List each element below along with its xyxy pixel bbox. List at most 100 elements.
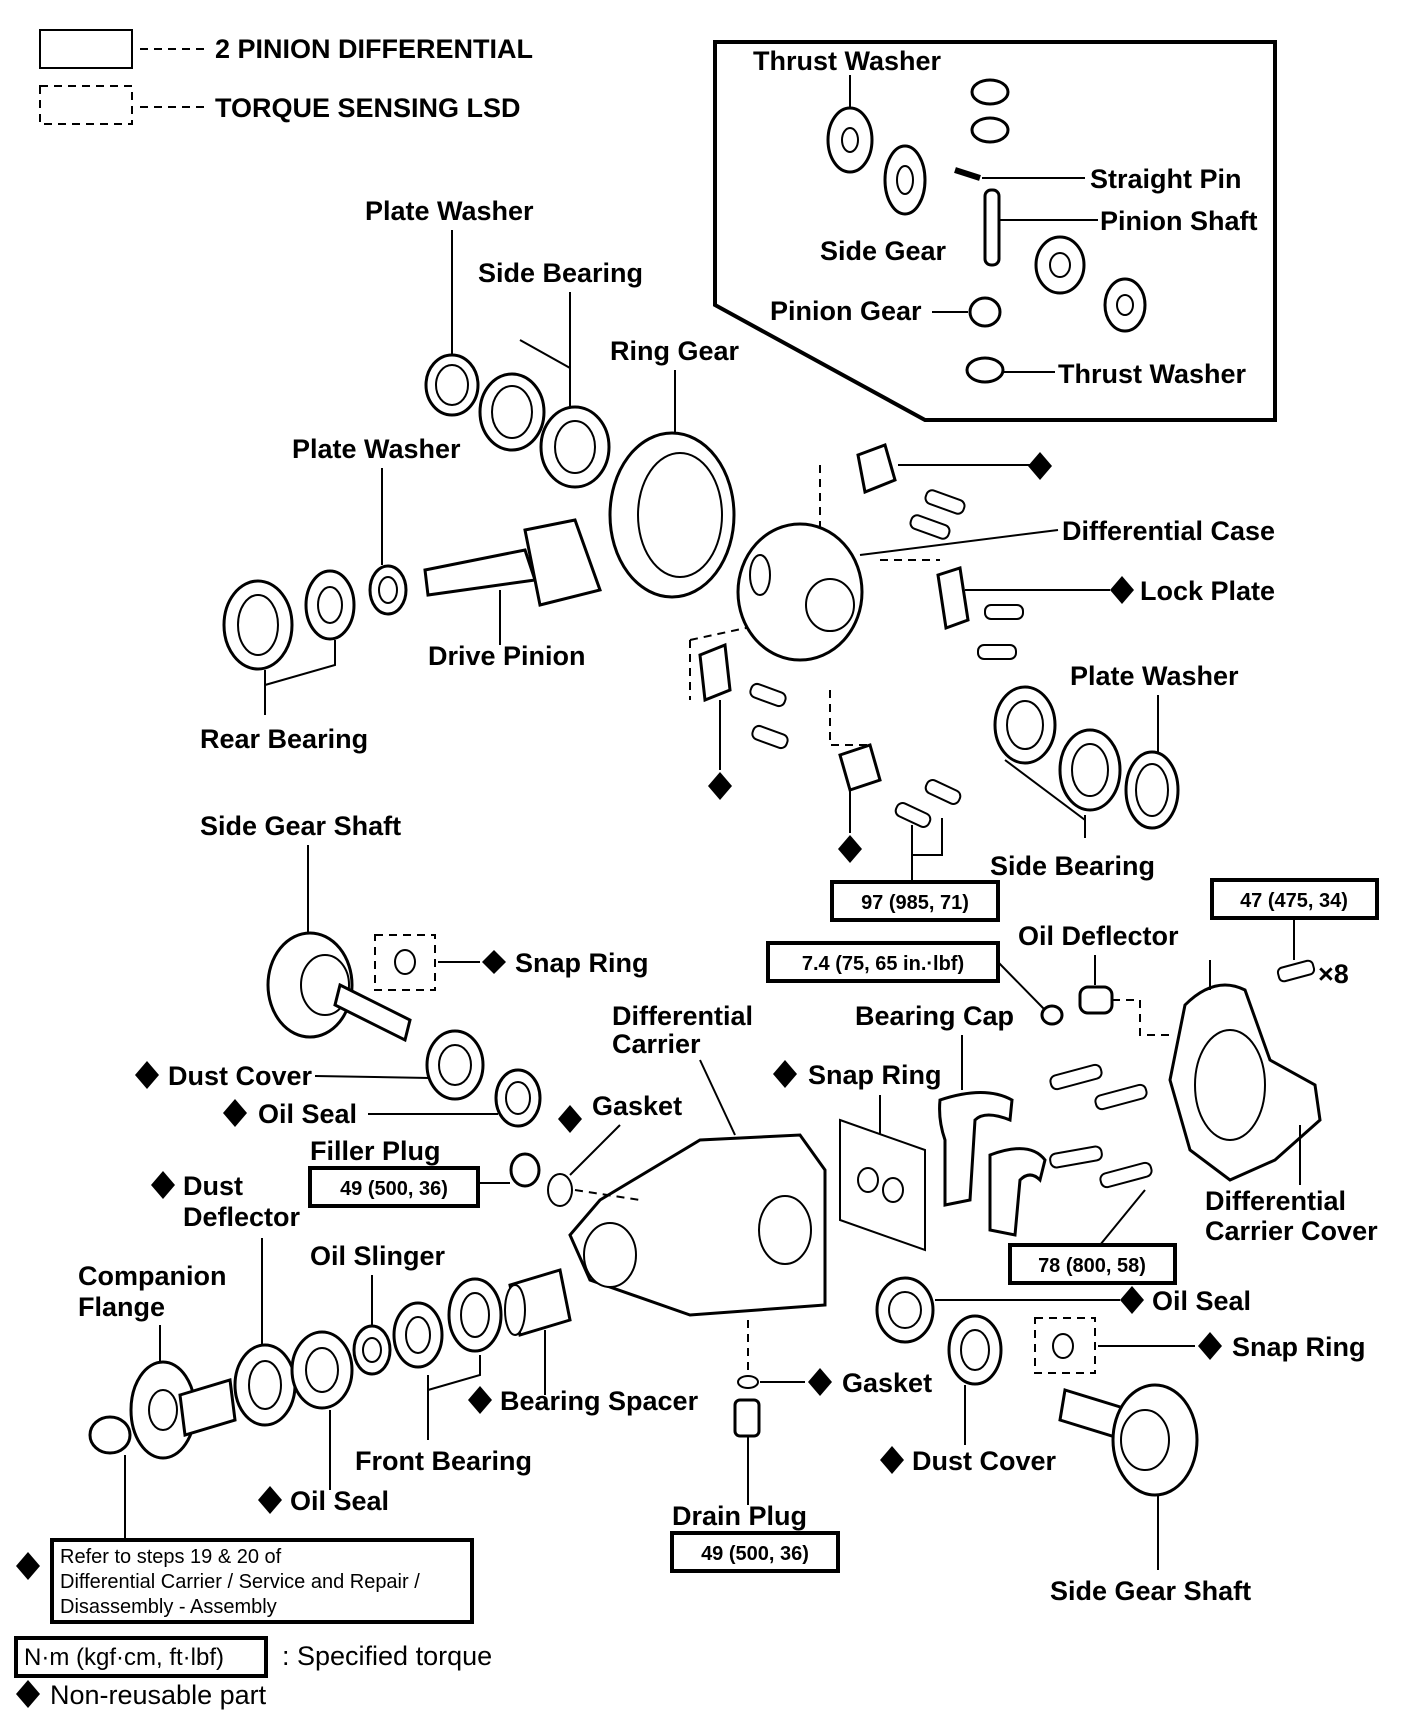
diamond-icon bbox=[838, 835, 862, 863]
torque-box-drain-plug bbox=[670, 1531, 840, 1573]
torque-cover-bolt: 47 (475, 34) bbox=[1240, 890, 1348, 912]
bolt-icon bbox=[909, 514, 951, 540]
lock-plate-icon bbox=[838, 743, 882, 792]
bolt-icon bbox=[1099, 1161, 1153, 1189]
gasket-top-label: Gasket bbox=[592, 1091, 682, 1121]
snap-ring-icon bbox=[394, 949, 416, 975]
snap-ring-icon bbox=[882, 1177, 904, 1203]
nonreusable-label: Non-reusable part bbox=[50, 1680, 267, 1710]
torque-box-cover-bolt bbox=[1210, 878, 1379, 920]
side-gear-shaft-right-label: Side Gear Shaft bbox=[1050, 1576, 1251, 1606]
bolt-icon bbox=[924, 489, 966, 515]
bolt-count-label: ×8 bbox=[1318, 959, 1349, 989]
note-box bbox=[50, 1538, 474, 1624]
drain-plug-label: Drain Plug bbox=[672, 1501, 807, 1531]
diamond-icon bbox=[1198, 1332, 1222, 1360]
torque-drain-plug: 49 (500, 36) bbox=[701, 1543, 809, 1565]
bolt-icon bbox=[749, 682, 787, 708]
pinion-shaft-icon bbox=[983, 188, 1001, 267]
pinion-gear-icon bbox=[970, 116, 1010, 144]
side-bearing-right-label: Side Bearing bbox=[990, 851, 1155, 881]
diamond-icon bbox=[773, 1060, 797, 1088]
lsd-snap-ring-box bbox=[1034, 1317, 1096, 1374]
ring-gear-label: Ring Gear bbox=[610, 336, 740, 366]
torque-deflector-bolt: 7.4 (75, 65 in.·lbf) bbox=[802, 953, 964, 975]
torque-box-bearing-cap bbox=[1008, 1243, 1177, 1285]
differential-carrier-label-2: Carrier bbox=[612, 1029, 701, 1059]
diamond-icon bbox=[808, 1368, 832, 1396]
torque-unit-box bbox=[14, 1636, 268, 1678]
bearing-spacer-label: Bearing Spacer bbox=[500, 1386, 699, 1416]
torque-box-case-bolt bbox=[830, 880, 1000, 922]
inset-straight-pin-label: Straight Pin bbox=[1090, 164, 1242, 194]
pinion-gear-icon bbox=[968, 296, 1002, 328]
dust-cover-right-label: Dust Cover bbox=[912, 1446, 1057, 1476]
dust-cover-left-label: Dust Cover bbox=[168, 1061, 313, 1091]
diamond-icon bbox=[223, 1099, 247, 1127]
lock-plate-label: Lock Plate bbox=[1140, 576, 1275, 606]
left-shaft-group: Side Gear Shaft Snap Ring Dust Cover Oil… bbox=[135, 811, 649, 1129]
note-line-3: Disassembly - Assembly bbox=[60, 1596, 277, 1618]
diamond-icon bbox=[1120, 1286, 1144, 1314]
lock-plate-icon bbox=[698, 642, 732, 703]
pinion-group: Plate Washer Side Bearing Ring Gear Plat… bbox=[200, 196, 740, 754]
drain-plug-icon bbox=[733, 1398, 761, 1438]
companion-flange-label-1: Companion bbox=[78, 1261, 227, 1291]
torque-case-bolt: 97 (985, 71) bbox=[861, 892, 969, 914]
rear-bearing-label: Rear Bearing bbox=[200, 724, 368, 754]
legend-2-pinion-label: 2 PINION DIFFERENTIAL bbox=[215, 34, 533, 64]
diamond-icon bbox=[1110, 576, 1134, 604]
diamond-icon bbox=[468, 1386, 492, 1414]
straight-pin-icon bbox=[954, 167, 981, 181]
side-gear-shaft-left-label: Side Gear Shaft bbox=[200, 811, 401, 841]
snap-ring-icon bbox=[1052, 1333, 1074, 1359]
bolt-icon bbox=[1049, 1145, 1103, 1169]
side-gear-shaft-icon bbox=[333, 982, 412, 1043]
note-line-1: Refer to steps 19 & 20 of bbox=[60, 1546, 282, 1568]
snap-ring-icon bbox=[857, 1167, 879, 1193]
differential-carrier-label-1: Differential bbox=[612, 1001, 753, 1031]
diamond-icon bbox=[558, 1105, 582, 1133]
diamond-icon bbox=[135, 1061, 159, 1089]
bolt-icon bbox=[1094, 1083, 1148, 1111]
drive-pinion-label: Drive Pinion bbox=[428, 641, 586, 671]
oil-seal-right-label: Oil Seal bbox=[1152, 1286, 1251, 1316]
differential-carrier-cover-label-2: Carrier Cover bbox=[1205, 1216, 1378, 1246]
note-line-2: Differential Carrier / Service and Repai… bbox=[60, 1571, 420, 1593]
diamond-icon bbox=[708, 772, 732, 800]
legend-dashed-box bbox=[39, 85, 133, 125]
diamond-icon bbox=[1028, 452, 1052, 480]
gasket-icon bbox=[547, 1173, 573, 1207]
bolt-icon bbox=[1040, 1004, 1064, 1026]
front-group: Dust Deflector Oil Slinger Oil Seal Fron… bbox=[16, 1171, 699, 1624]
snap-ring-mid-label: Snap Ring bbox=[808, 1060, 942, 1090]
oil-deflector-label: Oil Deflector bbox=[1018, 921, 1179, 951]
diamond-icon bbox=[151, 1171, 175, 1199]
diff-case-group: Differential Case Lock Plate 97 (985, 71… bbox=[689, 443, 1275, 922]
inset-pinion-gear-label: Pinion Gear bbox=[770, 296, 922, 326]
legend-solid-box bbox=[39, 29, 133, 69]
diamond-icon bbox=[880, 1446, 904, 1474]
bearing-cap-icon bbox=[988, 1147, 1047, 1237]
bearing-cap-label: Bearing Cap bbox=[855, 1001, 1014, 1031]
drive-pinion-icon bbox=[423, 548, 537, 597]
filler-plug-icon bbox=[509, 1152, 541, 1188]
oil-deflector-icon bbox=[1078, 985, 1114, 1015]
diamond-icon bbox=[258, 1486, 282, 1514]
oil-seal-left-label: Oil Seal bbox=[258, 1099, 357, 1129]
torque-unit-label: N·m (kgf·cm, ft·lbf) bbox=[24, 1644, 224, 1671]
bolt-icon bbox=[977, 644, 1017, 660]
side-bearing-top-label: Side Bearing bbox=[478, 258, 643, 288]
diamond-icon bbox=[16, 1552, 40, 1580]
gasket-bottom-label: Gasket bbox=[842, 1368, 932, 1398]
lower-right-group: Gasket Drain Plug 49 (500, 36) Oil Seal … bbox=[670, 1276, 1366, 1606]
bolt-icon bbox=[1276, 959, 1316, 983]
inset-thrust-washer-bottom-label: Thrust Washer bbox=[1058, 359, 1247, 389]
bolt-icon bbox=[924, 779, 962, 805]
differential-case-label: Differential Case bbox=[1062, 516, 1275, 546]
plate-washer-left-label: Plate Washer bbox=[292, 434, 461, 464]
inset-pinion-shaft-label: Pinion Shaft bbox=[1100, 206, 1258, 236]
carrier-group: Gasket Differential Carrier Filler Plug … bbox=[308, 878, 1379, 1317]
oil-slinger-label: Oil Slinger bbox=[310, 1241, 446, 1271]
